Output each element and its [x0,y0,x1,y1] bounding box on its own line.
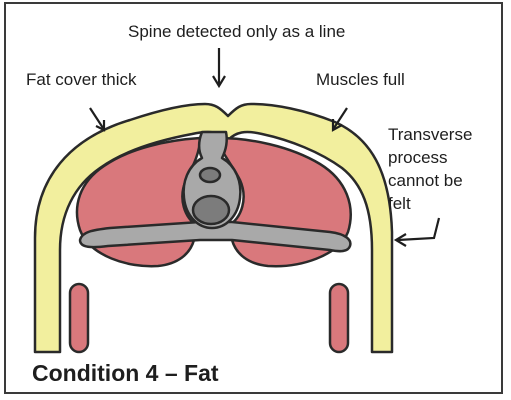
label-transverse-line-3: cannot be [388,170,463,191]
label-transverse-line-2: process [388,147,448,168]
left-leg-cavity [70,284,88,352]
label-spine: Spine detected only as a line [128,21,345,42]
label-transverse-line-1: Transverse [388,124,472,145]
arrow-transverse-process [396,218,439,246]
spinal-canal [200,168,220,182]
label-transverse-line-4: felt [388,193,411,214]
condition-title: Condition 4 – Fat [32,360,219,387]
label-fat-cover: Fat cover thick [26,69,137,90]
arrow-spine [213,48,225,86]
label-muscles: Muscles full [316,69,405,90]
vertebral-body [193,196,229,224]
arrow-fat-cover [90,108,104,130]
right-leg-cavity [330,284,348,352]
